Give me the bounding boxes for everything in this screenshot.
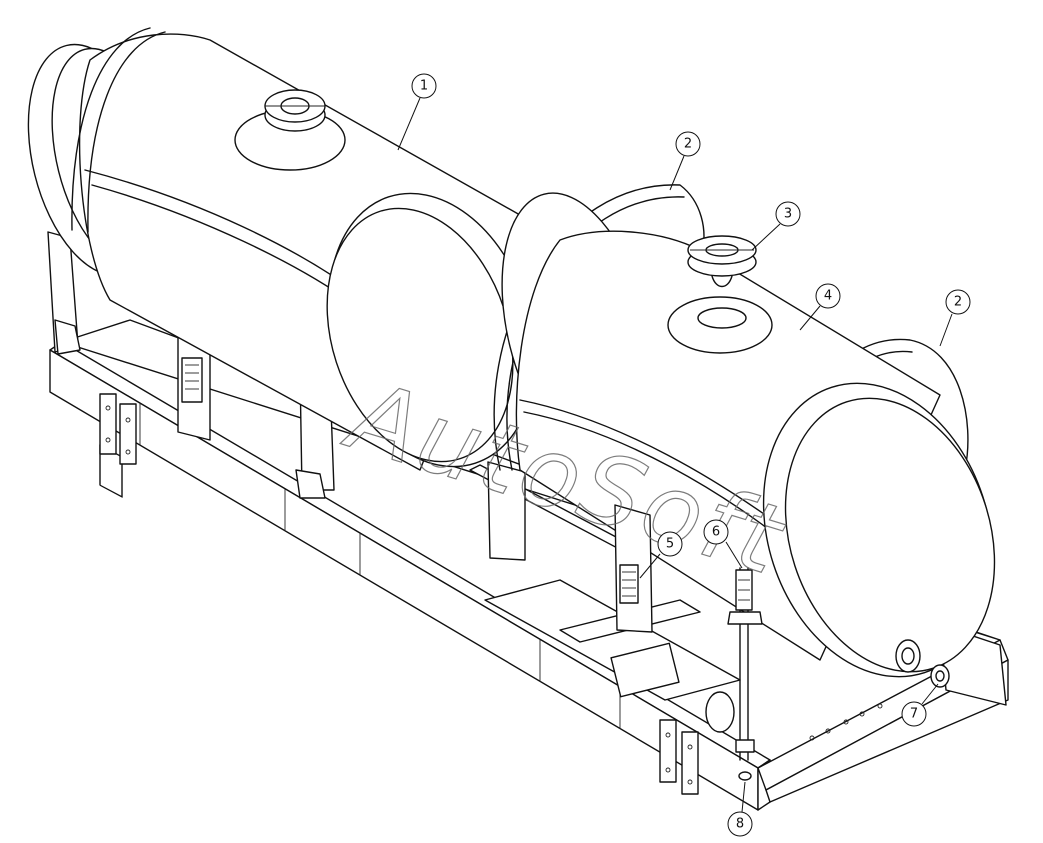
callout-8: 8 xyxy=(727,781,753,837)
callout-1: 1 xyxy=(397,73,437,151)
drain-plug xyxy=(930,664,950,688)
right-tank xyxy=(501,192,996,733)
callout-4-label: 4 xyxy=(824,289,832,304)
callout-6-label: 6 xyxy=(712,525,720,540)
left-tank xyxy=(27,27,536,471)
callout-4: 4 xyxy=(799,283,841,331)
callout-2-right: 2 xyxy=(939,289,971,347)
callout-3-label: 3 xyxy=(784,207,792,222)
callout-1-label: 1 xyxy=(420,79,428,94)
tank-lid xyxy=(687,235,757,288)
callout-8-label: 8 xyxy=(736,817,744,832)
callout-7-label: 7 xyxy=(910,707,918,722)
callout-3: 3 xyxy=(751,201,801,251)
callout-2-left-label: 2 xyxy=(684,137,692,152)
callout-2-right-label: 2 xyxy=(954,295,962,310)
callout-7: 7 xyxy=(901,683,939,727)
callout-6: 6 xyxy=(703,519,743,569)
callout-5-label: 5 xyxy=(666,537,674,552)
callout-2-left: 2 xyxy=(669,131,701,191)
callout-5: 5 xyxy=(639,531,683,579)
strap-bolt-assembly xyxy=(727,567,763,781)
